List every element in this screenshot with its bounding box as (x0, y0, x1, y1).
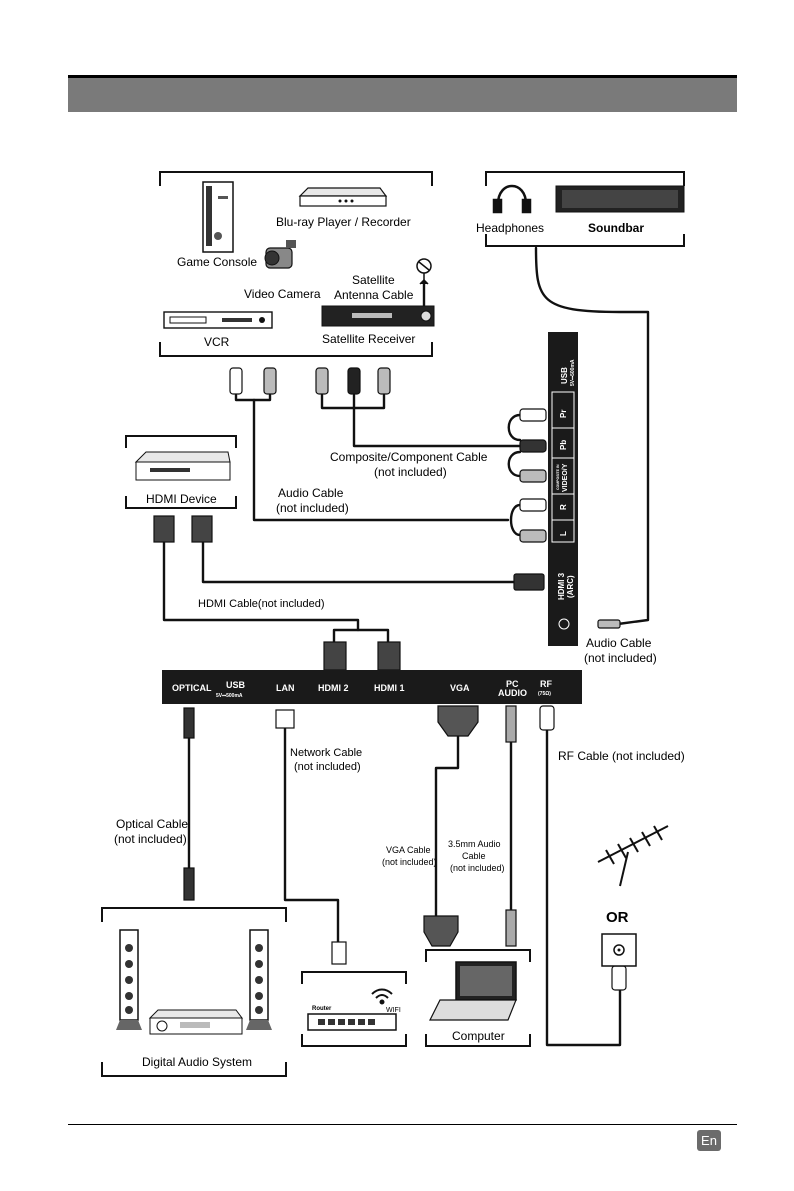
router-icon (307, 1013, 397, 1031)
rf-cable (545, 728, 622, 1047)
label-computer: Computer (452, 1029, 505, 1043)
bottom-input-panel (162, 670, 582, 704)
label-wifi: WIFI (386, 1007, 401, 1014)
digital-audio-bracket (101, 907, 287, 1077)
side-r: R (559, 504, 568, 510)
label-vcr: VCR (204, 335, 230, 349)
language-badge: En (697, 1130, 721, 1151)
side-input-panel (548, 332, 578, 646)
port-vga: VGA (450, 683, 470, 693)
audio-out-bracket (485, 171, 685, 247)
footer-rule (68, 1124, 737, 1125)
side-pr: Pr (559, 410, 568, 418)
label-hdmi-device: HDMI Device (146, 492, 217, 506)
label-video-camera: Video Camera (244, 287, 321, 301)
side-pb: Pb (559, 440, 568, 450)
video-camera-icon (264, 240, 296, 269)
label-audio-1: Audio Cable (278, 486, 344, 500)
wifi-icon (371, 988, 393, 1005)
bluray-player-icon (298, 187, 388, 207)
label-pc-audio-1: 3.5mm Audio (448, 839, 501, 849)
label-satellite-receiver: Satellite Receiver (322, 332, 415, 346)
port-rf: RF (540, 679, 552, 689)
source-devices-bracket (159, 171, 433, 357)
label-audio-out-1: Audio Cable (586, 636, 652, 650)
top-rule (68, 75, 737, 78)
port-lan: LAN (276, 683, 295, 693)
av-receiver-icon (148, 1009, 243, 1035)
label-or: OR (606, 909, 629, 926)
speaker-left-icon (116, 929, 142, 1030)
port-pc-audio-1: PC (506, 679, 519, 689)
label-composite-1: Composite/Component Cable (330, 450, 488, 464)
side-connectors (513, 408, 621, 629)
label-vga-2: (not included) (382, 857, 437, 867)
label-audio-2: (not included) (276, 501, 349, 515)
router-bracket (301, 971, 407, 1047)
soundbar-icon (555, 185, 685, 213)
port-usb: USB (226, 680, 246, 690)
antenna-icon (597, 825, 669, 887)
label-pc-audio-2: Cable (462, 851, 486, 861)
side-hdmi3: HDMI 3 (557, 572, 566, 600)
port-usb-rating: 5V⎓500mA (216, 693, 243, 699)
satellite-dish-icon (416, 258, 432, 285)
label-router: Router (312, 1006, 332, 1012)
vga-cable (434, 734, 460, 918)
label-satellite-cable-2: Antenna Cable (334, 288, 414, 302)
satellite-receiver-icon (321, 305, 435, 327)
side-arc: (ARC) (566, 575, 575, 598)
label-vga-1: VGA Cable (386, 845, 431, 855)
label-digital-audio-system: Digital Audio System (142, 1055, 252, 1069)
port-hdmi1: HDMI 1 (374, 683, 405, 693)
hdmi-device-bracket (125, 435, 237, 509)
vcr-audio-cable (234, 393, 272, 402)
hdmi-plugs (153, 515, 401, 671)
label-bluray: Blu-ray Player / Recorder (276, 215, 411, 229)
laptop-icon (429, 961, 517, 1021)
hdmi3-cable (201, 538, 516, 584)
label-satellite-cable-1: Satellite (352, 273, 395, 287)
port-hdmi2: HDMI 2 (318, 683, 349, 693)
audio-out-cable (534, 246, 650, 626)
hdmi2-cable (162, 538, 360, 644)
port-optical: OPTICAL (172, 683, 212, 693)
game-console-icon (202, 181, 234, 253)
label-rf-cable: RF Cable (not included) (558, 749, 685, 763)
side-video-y-small: COMPOSITE IN (556, 464, 560, 490)
side-usb: USB (560, 367, 569, 384)
side-video-y: VIDEO/Y (562, 463, 569, 492)
rca-plugs-top (229, 367, 391, 395)
computer-bracket (425, 949, 531, 1047)
label-audio-out-2: (not included) (584, 651, 657, 665)
port-rf-ohm: (75Ω) (538, 691, 551, 697)
speaker-right-icon (246, 929, 272, 1030)
vcr-icon (163, 311, 273, 329)
wall-socket-icon (601, 933, 637, 967)
port-pc-audio-2: AUDIO (498, 688, 527, 698)
header-bar (68, 78, 737, 112)
headphones-icon (492, 184, 532, 214)
side-l: L (559, 531, 568, 536)
cables (162, 246, 650, 1047)
network-cable (283, 726, 340, 944)
label-network-2: (not included) (294, 761, 361, 773)
label-hdmi-cable: HDMI Cable(not included) (198, 598, 325, 610)
bottom-connectors (183, 705, 627, 991)
label-optical-2: (not included) (114, 832, 187, 846)
label-game-console: Game Console (177, 255, 257, 269)
hdmi-device-icon (134, 451, 231, 481)
side-usb-rating: 5V⎓500mA (570, 359, 576, 386)
label-headphones: Headphones (476, 221, 544, 235)
label-pc-audio-3: (not included) (450, 863, 505, 873)
label-composite-2: (not included) (374, 465, 447, 479)
label-soundbar: Soundbar (588, 221, 644, 235)
label-network-1: Network Cable (290, 747, 362, 759)
label-optical-1: Optical Cable (116, 817, 188, 831)
